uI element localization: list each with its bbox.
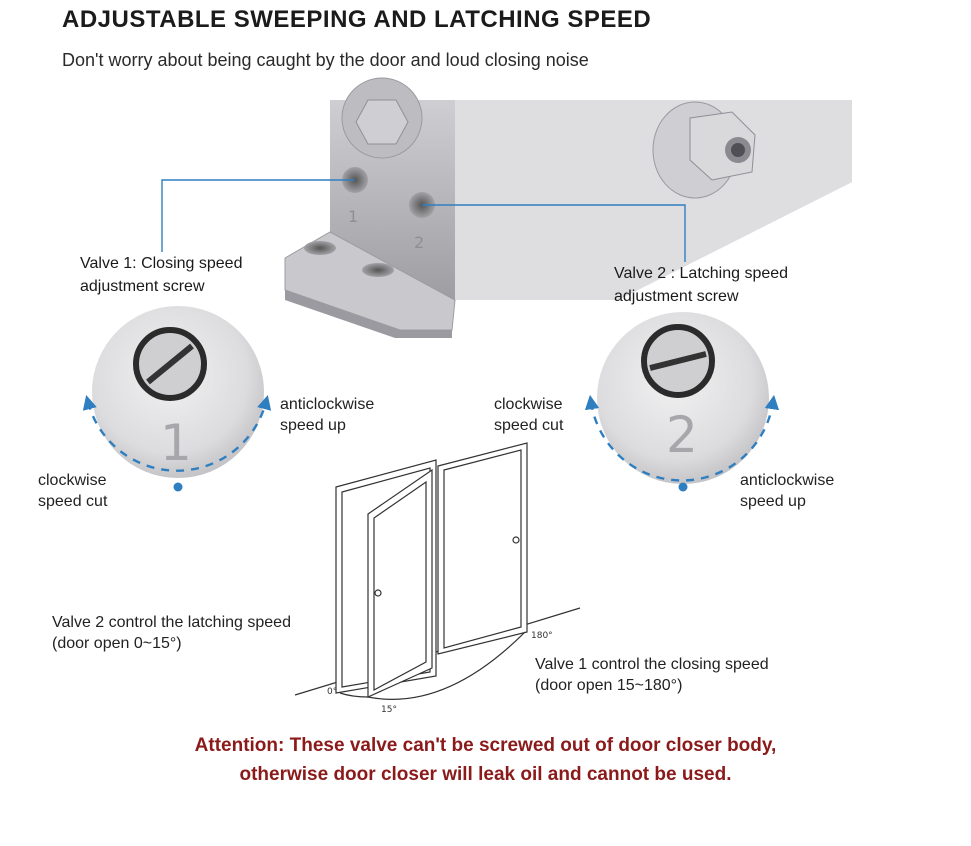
valve2-anticlockwise-label: anticlockwise — [740, 472, 835, 489]
valve2-clockwise-label: clockwise — [494, 396, 563, 413]
valve1-anticlockwise-label: anticlockwise — [280, 396, 375, 413]
attention-line1: Attention: These valve can't be screwed … — [194, 735, 777, 756]
body-valve1-number: 1 — [348, 207, 358, 226]
page-subtitle: Don't worry about being caught by the do… — [62, 50, 589, 70]
valve2-note-line1: Valve 2 control the latching speed — [52, 614, 291, 631]
dial1-number: 1 — [160, 414, 192, 472]
valve2-label-line1: Valve 2 : Latching speed — [614, 265, 789, 282]
valve2-leader-line — [422, 204, 686, 262]
angle-0-label: 0° — [327, 687, 337, 697]
valve2-label-line2: adjustment screw — [614, 288, 739, 305]
door-closer-body: 1 2 — [284, 77, 852, 338]
page-title: ADJUSTABLE SWEEPING AND LATCHING SPEED — [62, 6, 652, 33]
angle-15-label: 15° — [381, 705, 397, 715]
valve1-clockwise-label: clockwise — [38, 472, 107, 489]
valve1-speed-cut-label: speed cut — [38, 493, 108, 510]
attention-line2: otherwise door closer will leak oil and … — [239, 764, 732, 785]
valve1-note-line2: (door open 15~180°) — [535, 677, 683, 694]
valve1-note-line1: Valve 1 control the closing speed — [535, 656, 769, 673]
valve1-leader-line — [161, 179, 355, 252]
valve2-note-line2: (door open 0~15°) — [52, 635, 182, 652]
valve1-label-line1: Valve 1: Closing speed — [80, 255, 243, 272]
valve1-dial: 1 — [82, 306, 272, 492]
body-valve2-number: 2 — [414, 233, 424, 252]
angle-180-label: 180° — [531, 631, 553, 641]
valve2-dial: 2 — [584, 312, 780, 492]
door-diagram — [294, 442, 581, 700]
dial2-number: 2 — [666, 406, 698, 464]
valve2-speed-up-label: speed up — [740, 493, 806, 510]
valve1-speed-up-label: speed up — [280, 417, 346, 434]
valve2-speed-cut-label: speed cut — [494, 417, 564, 434]
valve1-label-line2: adjustment screw — [80, 278, 205, 295]
